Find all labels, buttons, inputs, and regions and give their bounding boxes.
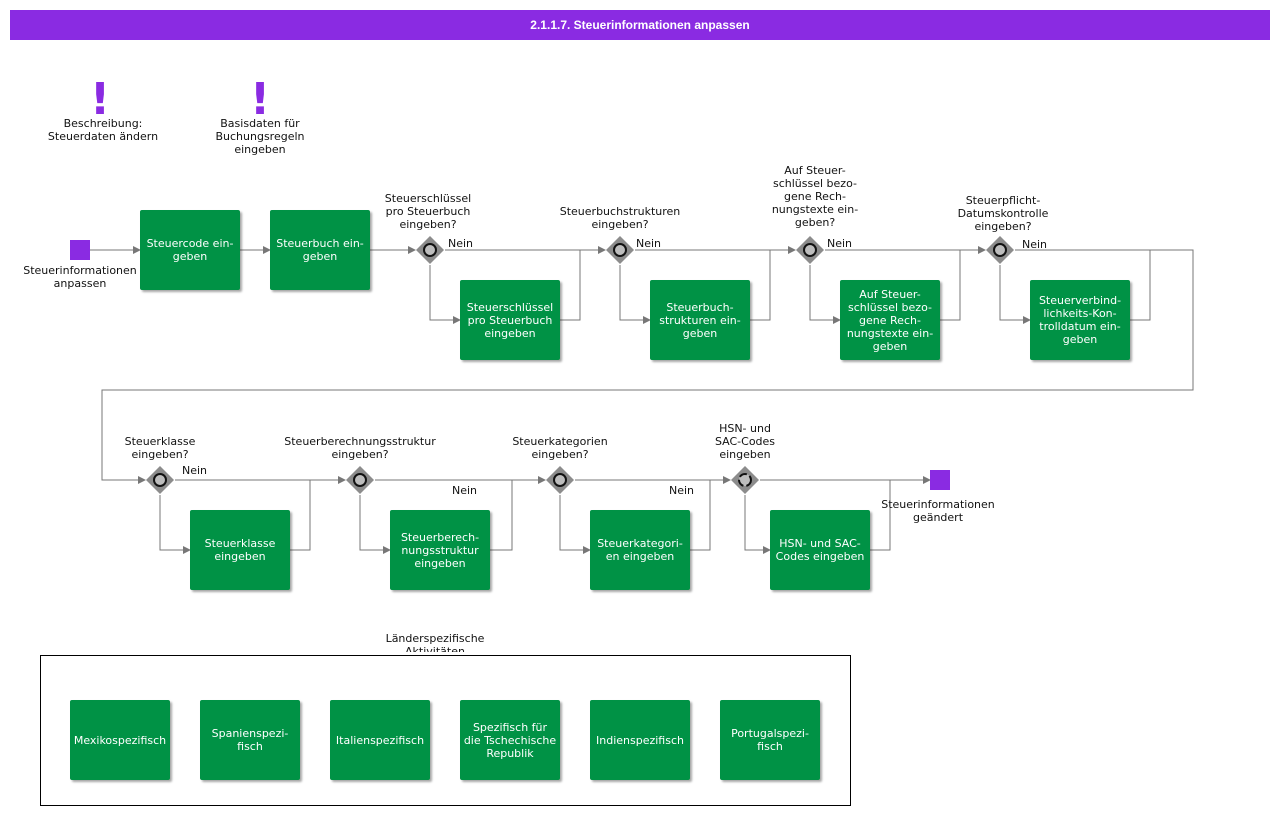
task-hsn-sac-codes[interactable]: HSN- und SAC- Codes eingeben [770, 510, 870, 590]
flow-t10-back [870, 480, 891, 551]
task-steuerberechnungsstruktur[interactable]: Steuerberech- nungsstruktur eingeben [390, 510, 490, 590]
no-branch-label: Nein [1022, 238, 1048, 251]
flow-t5-back [940, 250, 961, 321]
start-event-label: Steuerinformationen anpassen [23, 264, 137, 290]
flow-g4-wrap [101, 249, 1194, 484]
task-italien[interactable]: Italienspezifisch [330, 700, 430, 780]
group-label: Länderspezifische Aktivitäten [385, 632, 485, 652]
gateway-datumskontrolle[interactable] [985, 235, 1015, 265]
no-branch-label: Nein [452, 484, 478, 497]
flow-g2-t4 [619, 265, 651, 324]
note-description: ! [70, 78, 130, 122]
note-basisdaten: ! [230, 78, 290, 122]
flow-g6-t8 [359, 495, 391, 554]
gateway-question-label: Steuerbuchstrukturen eingeben? [559, 205, 681, 231]
note-basisdaten-label: Basisdaten für Buchungsregeln eingeben [215, 117, 305, 156]
task-steuerkategorien[interactable]: Steuerkategori- en eingeben [590, 510, 690, 590]
gateway-hsn-sac[interactable] [730, 465, 760, 495]
page-title: 2.1.1.7. Steuerinformationen anpassen [10, 10, 1270, 40]
end-event[interactable] [930, 470, 950, 490]
flow-g4-t6 [999, 265, 1031, 324]
gateway-steuerbuchstrukturen[interactable] [605, 235, 635, 265]
exclamation-icon: ! [249, 74, 271, 125]
task-mexiko[interactable]: Mexikospezifisch [70, 700, 170, 780]
flow-g7-t9 [559, 495, 591, 554]
no-branch-label: Nein [448, 237, 474, 250]
gateway-steuerkategorien[interactable] [545, 465, 575, 495]
task-steuercode[interactable]: Steuercode ein- geben [140, 210, 240, 290]
flow-t3-back [560, 250, 581, 321]
flow-t6-back [1130, 250, 1151, 321]
flow-t9-back [690, 480, 711, 551]
task-spanien[interactable]: Spanienspezi- fisch [200, 700, 300, 780]
gateway-question-label: Steuerberechnungsstruktur eingeben? [284, 435, 436, 461]
gateway-question-label: Auf Steuer- schlüssel bezo- gene Rech- n… [771, 164, 859, 229]
flow-t8-back [490, 480, 513, 551]
task-portugal[interactable]: Portugalspezi- fisch [720, 700, 820, 780]
task-rechnungstexte[interactable]: Auf Steuer- schlüssel bezo- gene Rech- n… [840, 280, 940, 360]
flow-g3-t5 [809, 265, 841, 324]
task-kontrolldatum[interactable]: Steuerverbind- lichkeits-Kon- trolldatum… [1030, 280, 1130, 360]
no-branch-label: Nein [827, 237, 853, 250]
flow-g5-t7 [159, 495, 191, 554]
gateway-steuerberechnungsstruktur[interactable] [345, 465, 375, 495]
start-event[interactable] [70, 240, 90, 260]
no-branch-label: Nein [636, 237, 662, 250]
gateway-steuerschluessel[interactable] [415, 235, 445, 265]
gateway-steuerklasse[interactable] [145, 465, 175, 495]
exclamation-icon: ! [89, 74, 111, 125]
task-steuerklasse[interactable]: Steuerklasse eingeben [190, 510, 290, 590]
gateway-question-label: Steuerkategorien eingeben? [512, 435, 608, 461]
task-tschechien[interactable]: Spezifisch für die Tschechische Republik [460, 700, 560, 780]
gateway-question-label: Steuerpflicht- Datumskontrolle eingeben? [957, 194, 1049, 233]
task-indien[interactable]: Indienspezifisch [590, 700, 690, 780]
gateway-question-label: Steuerschlüssel pro Steuerbuch eingeben? [384, 192, 472, 231]
flow-g1-t3 [429, 265, 461, 324]
gateway-question-label: Steuerklasse eingeben? [124, 435, 196, 461]
task-steuerschluessel[interactable]: Steuerschlüssel pro Steuerbuch eingeben [460, 280, 560, 360]
gateway-question-label: HSN- und SAC-Codes eingeben [714, 422, 776, 461]
no-branch-label: Nein [669, 484, 695, 497]
flow-g8-t10 [744, 495, 771, 554]
group-frame [40, 655, 851, 806]
task-steuerbuchstrukturen[interactable]: Steuerbuch- strukturen ein- geben [650, 280, 750, 360]
task-steuerbuch[interactable]: Steuerbuch ein- geben [270, 210, 370, 290]
flow-t7-back [290, 480, 311, 551]
note-description-label: Beschreibung: Steuerdaten ändern [47, 117, 159, 143]
no-branch-label: Nein [182, 464, 208, 477]
flow-t4-back [750, 250, 771, 321]
gateway-rechnungstexte[interactable] [795, 235, 825, 265]
end-event-label: Steuerinformationen geändert [881, 498, 995, 524]
